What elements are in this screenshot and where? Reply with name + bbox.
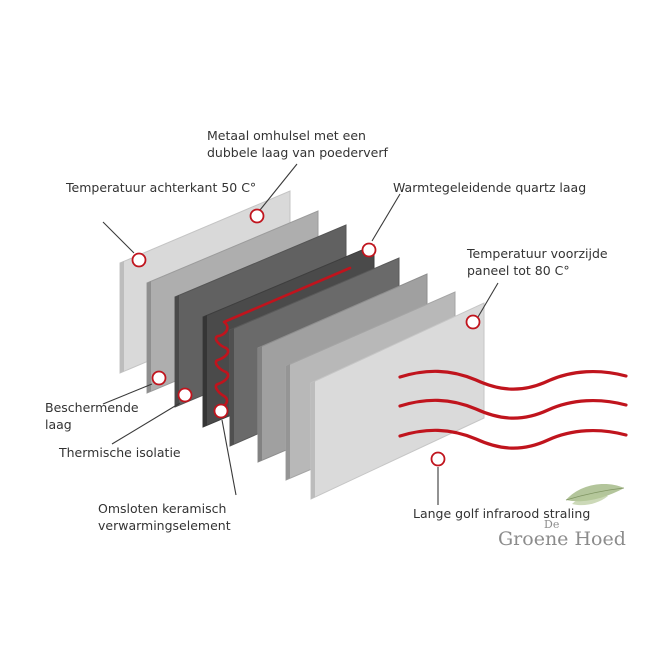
marker-thermal [177,387,193,403]
leader-quartz [371,193,401,242]
label-temp-front-1: Temperatuur voorzijde [466,246,608,261]
marker-infrared [430,451,446,467]
marker-protective [151,370,167,386]
wave-3 [398,428,628,450]
leader-lines [102,163,499,505]
logo-small-text: De [544,518,559,531]
wave-2 [398,398,628,420]
label-ceramic-1: Omsloten keramisch [98,501,226,516]
label-temp-back: Temperatuur achterkant 50 C° [65,180,256,195]
heating-wire [214,266,352,410]
infrared-waves [398,369,628,450]
label-metal-casing-2: dubbele laag van poederverf [207,145,388,160]
label-ceramic-2: verwarmingselement [98,518,231,533]
marker-metal-casing [249,208,265,224]
marker-circles [131,208,481,467]
leader-protective [102,383,153,405]
leader-ceramic [221,419,237,496]
label-protective-2: laag [45,417,72,432]
panel-stack [119,190,485,500]
label-protective-1: Beschermende [45,400,139,415]
label-temp-front-2: paneel tot 80 C° [467,263,570,278]
label-quartz: Warmtegeleidende quartz laag [393,180,586,195]
leaf-icon [565,484,625,506]
marker-temp-front [465,314,481,330]
marker-temp-back [131,252,147,268]
label-metal-casing-1: Metaal omhulsel met een [207,128,366,143]
labels: Metaal omhulsel met een dubbele laag van… [45,128,608,533]
leader-temp-back [102,221,135,254]
label-thermal: Thermische isolatie [58,445,181,460]
label-infrared: Lange golf infrarood straling [413,506,590,521]
leader-temp-front [477,282,499,318]
wave-1 [398,369,628,391]
leader-metal-casing [259,163,298,211]
logo: De Groene Hoed [498,484,626,550]
marker-ceramic [213,403,229,419]
logo-big-text: Groene Hoed [498,528,626,550]
marker-quartz [361,242,377,258]
leader-thermal [111,402,181,445]
